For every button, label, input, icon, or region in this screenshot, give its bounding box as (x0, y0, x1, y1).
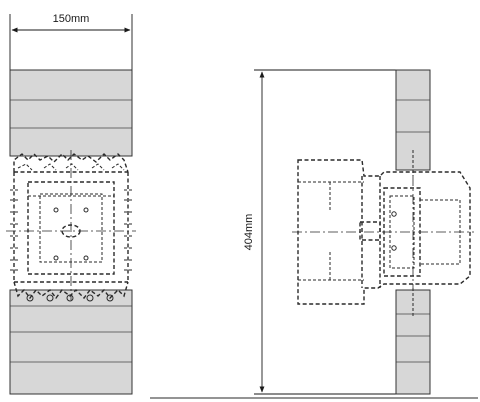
front-view: 150mm (6, 13, 136, 395)
side-top-block (395, 69, 431, 171)
height-dimension: 404mm (243, 69, 396, 395)
side-view: 404mm (243, 69, 474, 395)
bottom-connection-block (9, 289, 133, 395)
height-dimension-label: 404mm (243, 214, 255, 251)
side-contactor-outline (297, 150, 471, 316)
top-connection-block (9, 69, 133, 157)
width-dimension-label: 150mm (53, 13, 90, 25)
width-dimension: 150mm (9, 13, 133, 70)
side-bottom-block (395, 289, 431, 395)
